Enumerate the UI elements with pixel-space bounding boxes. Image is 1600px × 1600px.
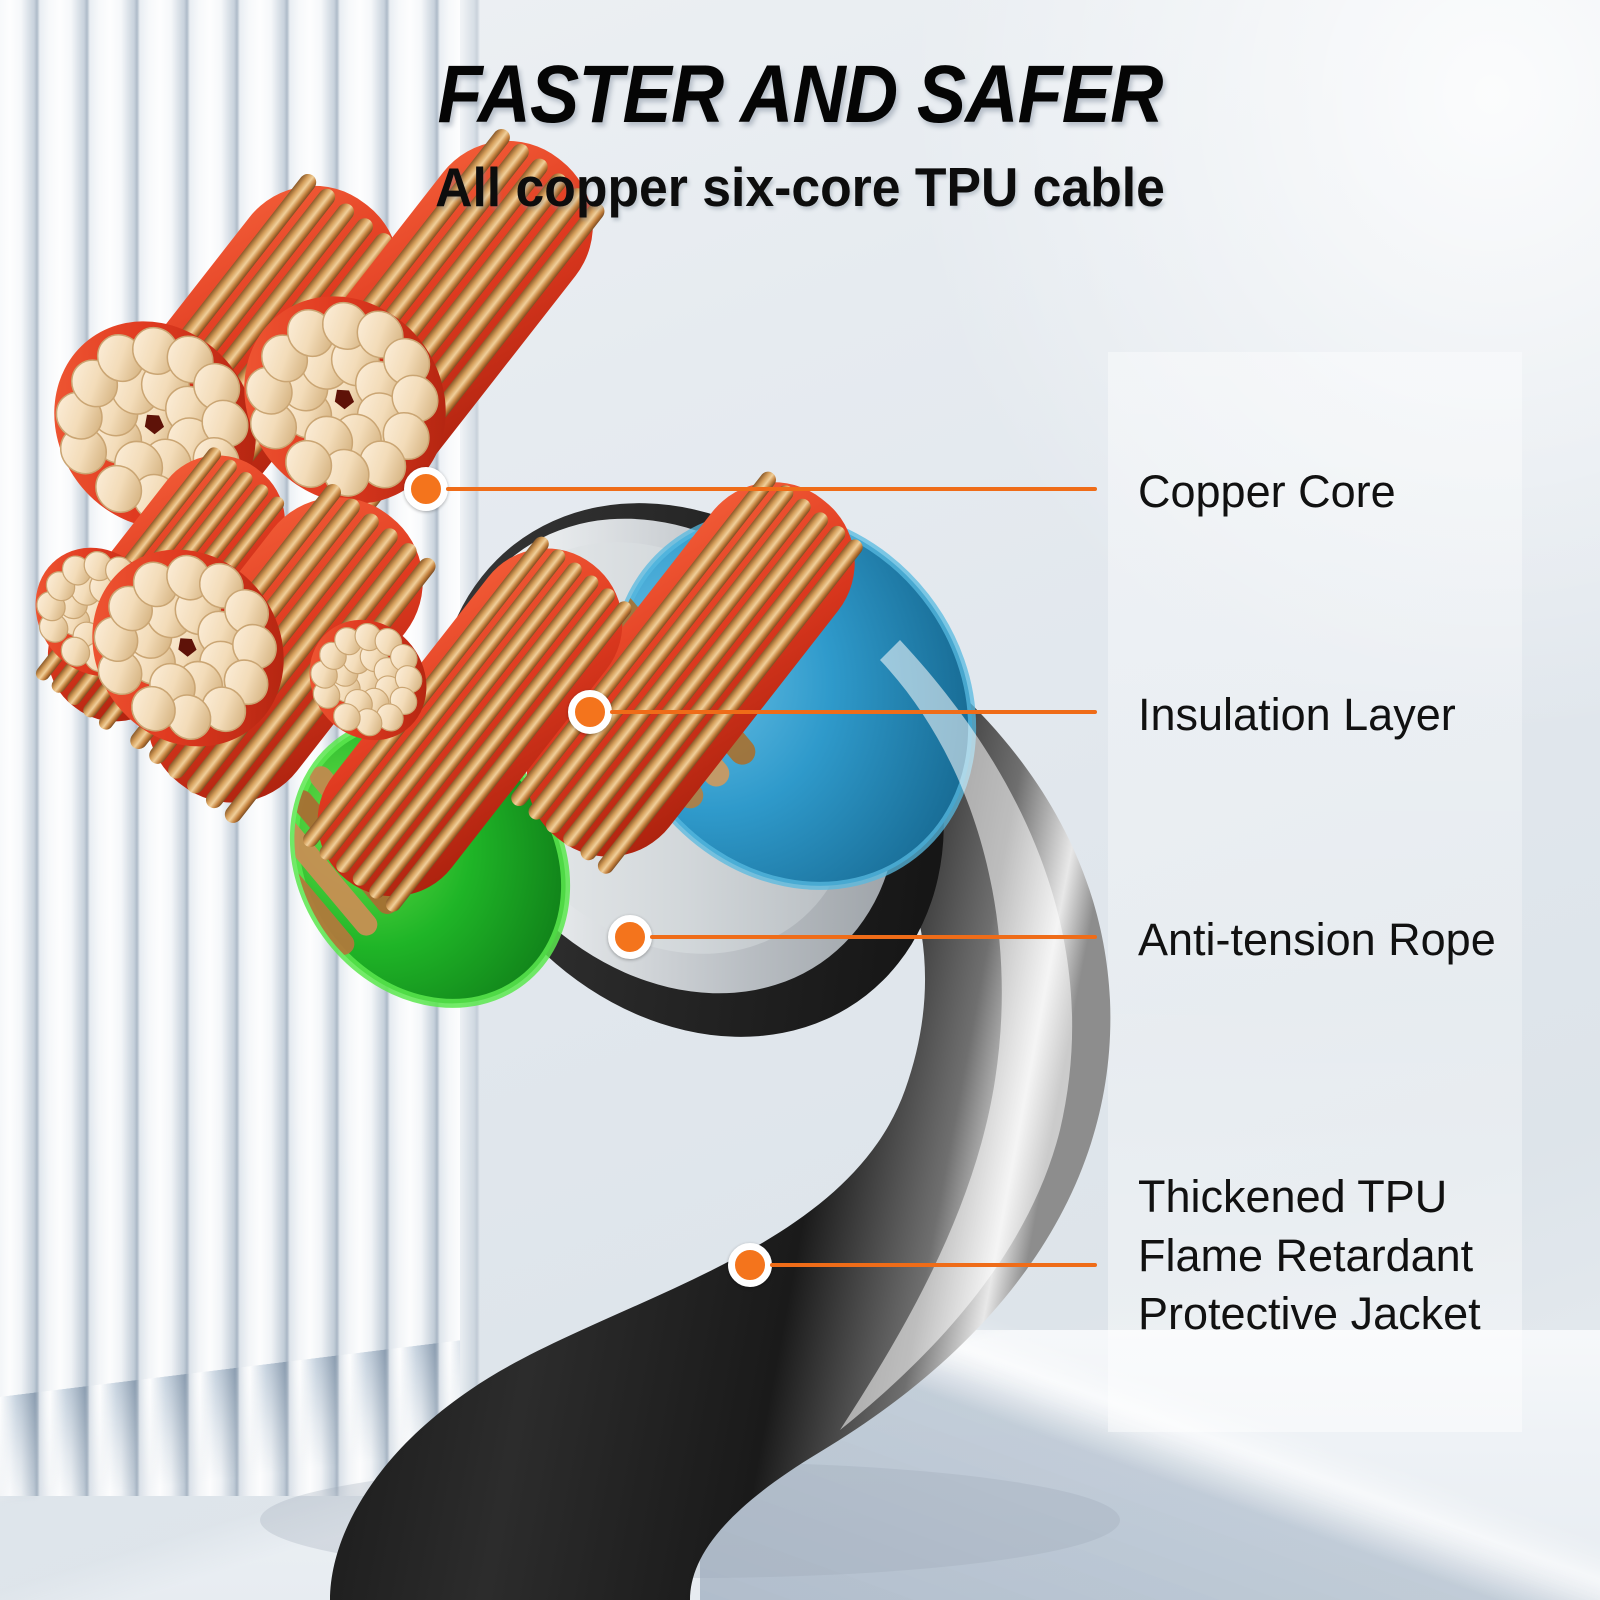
callout-marker-insulation-layer[interactable] — [568, 690, 612, 734]
callout-line-anti-tension-rope — [650, 935, 1097, 939]
callout-label-tpu-jacket: Thickened TPU Flame Retardant Protective… — [1138, 1168, 1481, 1344]
copper-core-bundles — [35, 129, 863, 912]
callout-marker-anti-tension-rope[interactable] — [608, 915, 652, 959]
callout-line-insulation-layer — [610, 710, 1097, 714]
label-backdrop-panel — [1108, 352, 1522, 1432]
callout-label-insulation-layer: Insulation Layer — [1138, 689, 1456, 740]
callout-marker-tpu-jacket[interactable] — [728, 1243, 772, 1287]
page-subtitle: All copper six-core TPU cable — [435, 156, 1165, 218]
callout-marker-copper-core[interactable] — [404, 467, 448, 511]
callout-line-tpu-jacket — [770, 1263, 1097, 1267]
callout-line-copper-core — [446, 487, 1097, 491]
jacket-highlight — [840, 640, 1073, 1430]
callout-label-tpu-jacket-line-1: Thickened TPU — [1138, 1171, 1448, 1222]
page-title: FASTER AND SAFER — [437, 49, 1163, 140]
callout-label-tpu-jacket-line-3: Protective Jacket — [1138, 1288, 1481, 1339]
callout-label-tpu-jacket-line-2: Flame Retardant — [1138, 1229, 1474, 1281]
callout-label-anti-tension-rope: Anti-tension Rope — [1138, 914, 1496, 965]
callout-label-copper-core: Copper Core — [1138, 466, 1396, 517]
